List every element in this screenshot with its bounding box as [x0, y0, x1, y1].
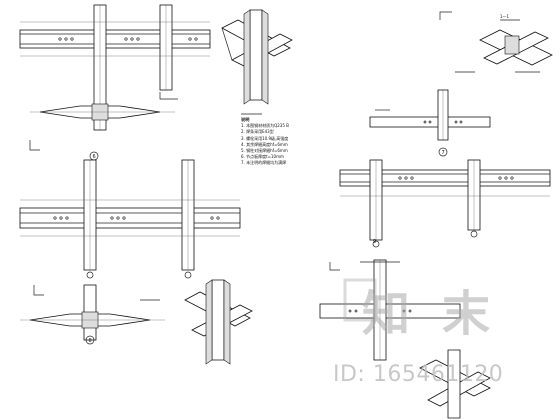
detail-e-elevation: [20, 284, 165, 341]
section-tag: 1—1: [500, 14, 510, 19]
note-item: 3. 螺栓采用10.9级,高强度: [241, 135, 289, 141]
iso-joint-1: [221, 9, 293, 105]
watermark-char: 末: [442, 286, 491, 342]
detail-b-elevation: [369, 89, 491, 141]
detail-a-elevation: [19, 4, 211, 151]
detail-number-8: 8: [89, 338, 92, 344]
note-item: 4. 其余焊缝高度hf=6mm: [241, 141, 288, 147]
note-item: 7. 未注明的焊缝均为满焊: [241, 160, 287, 166]
detail-a-bubble: 6: [89, 151, 99, 161]
detail-number-6: 6: [93, 154, 96, 160]
detail-b-bubble: 7: [438, 147, 448, 157]
watermark-logo: [343, 278, 377, 322]
general-notes: 说明 1. 本图钢材材质为Q235 B 2. 焊条采用E43型 3. 螺栓采用1…: [241, 117, 341, 167]
detail-c-elevation: [339, 159, 551, 248]
detail-e-bubble: 8: [85, 335, 95, 345]
detail-number-7: 7: [442, 150, 445, 156]
iso-joint-4: [419, 349, 491, 419]
note-item: 1. 本图钢材材质为Q235 B: [241, 123, 289, 129]
detail-number-9: 9: [373, 239, 377, 245]
watermark-id: ID: 165461120: [333, 362, 504, 387]
section-marks: [439, 11, 540, 73]
watermark: 知 末: [362, 274, 522, 342]
iso-joint-3: [184, 279, 253, 365]
note-item: 5. 钢柱对接焊缝hf=6mm: [241, 148, 288, 154]
iso-joint-2: 1—1: [479, 14, 553, 66]
note-item: 2. 焊条采用E43型: [241, 129, 274, 135]
watermark-char: 知: [362, 286, 411, 342]
detail-bubble-9: 9: [373, 239, 376, 245]
detail-f-elevation: [319, 259, 461, 361]
note-item: 6. 节点板厚度t=10mm: [241, 154, 284, 160]
notes-title: 说明: [241, 117, 250, 122]
detail-d-elevation: [19, 159, 241, 279]
